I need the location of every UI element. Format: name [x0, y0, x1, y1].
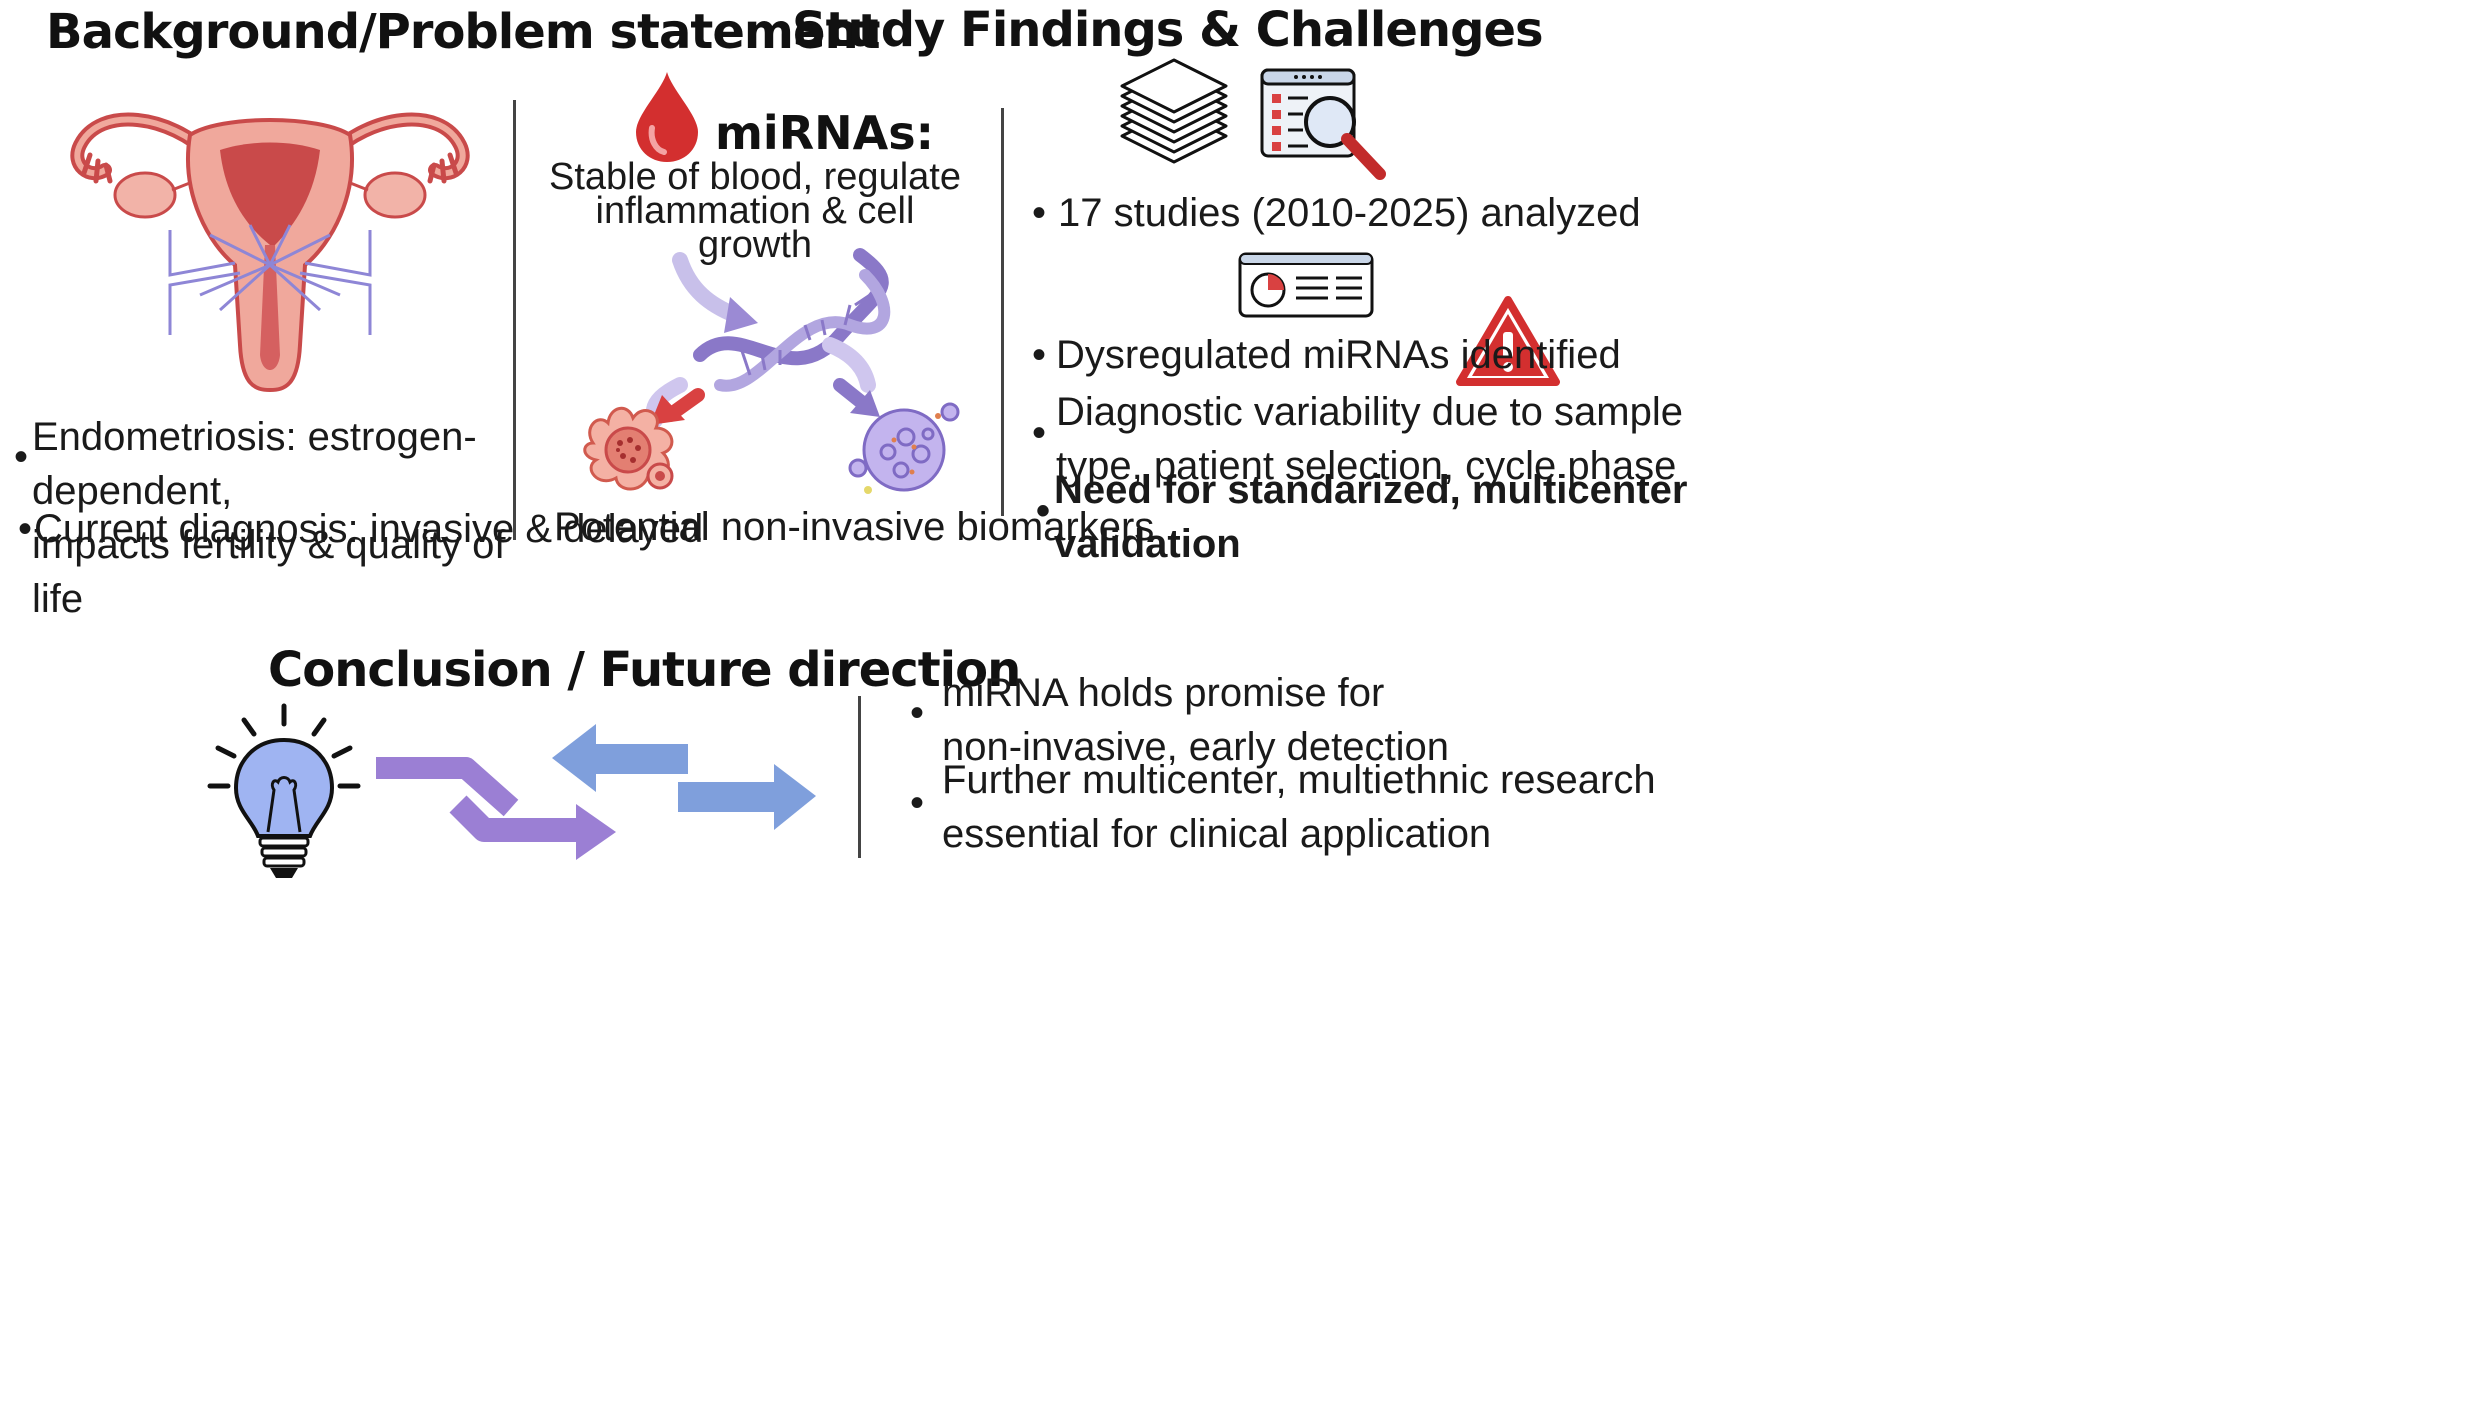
mirna-description-line: Stable of blood, regulate — [549, 156, 961, 198]
findings-line: Need for standarized, multicenter — [1054, 468, 1688, 512]
conclusion-item-2: Further multicenter, multiethnic researc… — [942, 753, 1656, 861]
warning-icon — [1456, 296, 1560, 386]
divider-bottom — [858, 696, 861, 858]
bullet-marker: • — [1032, 333, 1047, 377]
conclusion-item-1: miRNA holds promise for non-invasive, ea… — [942, 666, 1449, 774]
exchange-arrows-icon — [376, 724, 816, 860]
tumor-cell-icon — [583, 407, 674, 491]
mirna-description-line: inflammation & cell growth — [595, 190, 915, 266]
findings-line: Diagnostic variability due to sample — [1056, 390, 1683, 434]
bullet-marker: • — [1032, 411, 1047, 455]
blood-drop-icon — [636, 72, 698, 162]
background-bullet-1: Endometriosis: estrogen-dependent, impac… — [32, 410, 512, 626]
bullet-marker: • — [14, 435, 29, 479]
conclusion-line: Further multicenter, multiethnic researc… — [942, 758, 1656, 802]
dna-icon — [645, 248, 891, 428]
bullet-marker: • — [910, 691, 925, 735]
background-title: Background/Problem statement — [46, 4, 881, 60]
bullet-marker: • — [1032, 191, 1047, 235]
findings-item-2: Dysregulated miRNAs identified — [1056, 328, 1621, 382]
bullet-marker: • — [1036, 489, 1051, 533]
conclusion-line: non-invasive, early detection — [942, 725, 1449, 769]
bullet-line: impacts fertility & quality of life — [32, 523, 506, 621]
conclusion-title: Conclusion / Future direction — [268, 642, 1021, 698]
findings-line: Dysregulated miRNAs identified — [1056, 333, 1621, 377]
findings-line: 17 studies (2010-2025) analyzed — [1058, 191, 1641, 235]
conclusion-line: miRNA holds promise for — [942, 671, 1385, 715]
conclusion-line: essential for clinical application — [942, 812, 1492, 856]
bullet-marker: • — [18, 507, 33, 551]
findings-item-3: Diagnostic variability due to sample typ… — [1056, 385, 1683, 493]
document-search-icon — [1260, 68, 1386, 180]
findings-line: type, patient selection, cycle phase — [1056, 444, 1677, 488]
findings-item-1: 17 studies (2010-2025) analyzed — [1058, 186, 1641, 240]
bullet-marker: • — [910, 781, 925, 825]
bullet-line: Endometriosis: estrogen-dependent, — [32, 415, 477, 513]
stacked-papers-icon — [1120, 58, 1228, 164]
findings-line: validation — [1054, 522, 1241, 566]
divider-left — [513, 100, 516, 540]
findings-title: Study Findings & Challenges — [792, 2, 1544, 58]
mirna-heading: miRNAs: — [715, 106, 934, 160]
uterus-icon — [70, 112, 470, 393]
background-bullet-2: Current diagnosis: invasive & delayed — [34, 502, 704, 556]
vesicle-cell-icon — [848, 402, 960, 494]
findings-item-4: Need for standarized, multicenter valida… — [1054, 463, 1687, 571]
divider-right — [1001, 108, 1004, 516]
report-chart-icon — [1238, 252, 1374, 318]
mirna-caption: Potential non-invasive biomarkers — [554, 505, 1155, 549]
bullet-line: Current diagnosis: invasive & delayed — [34, 507, 704, 551]
lightbulb-icon — [207, 703, 361, 878]
mirna-description: Stable of blood, regulate inflammation &… — [540, 156, 970, 266]
